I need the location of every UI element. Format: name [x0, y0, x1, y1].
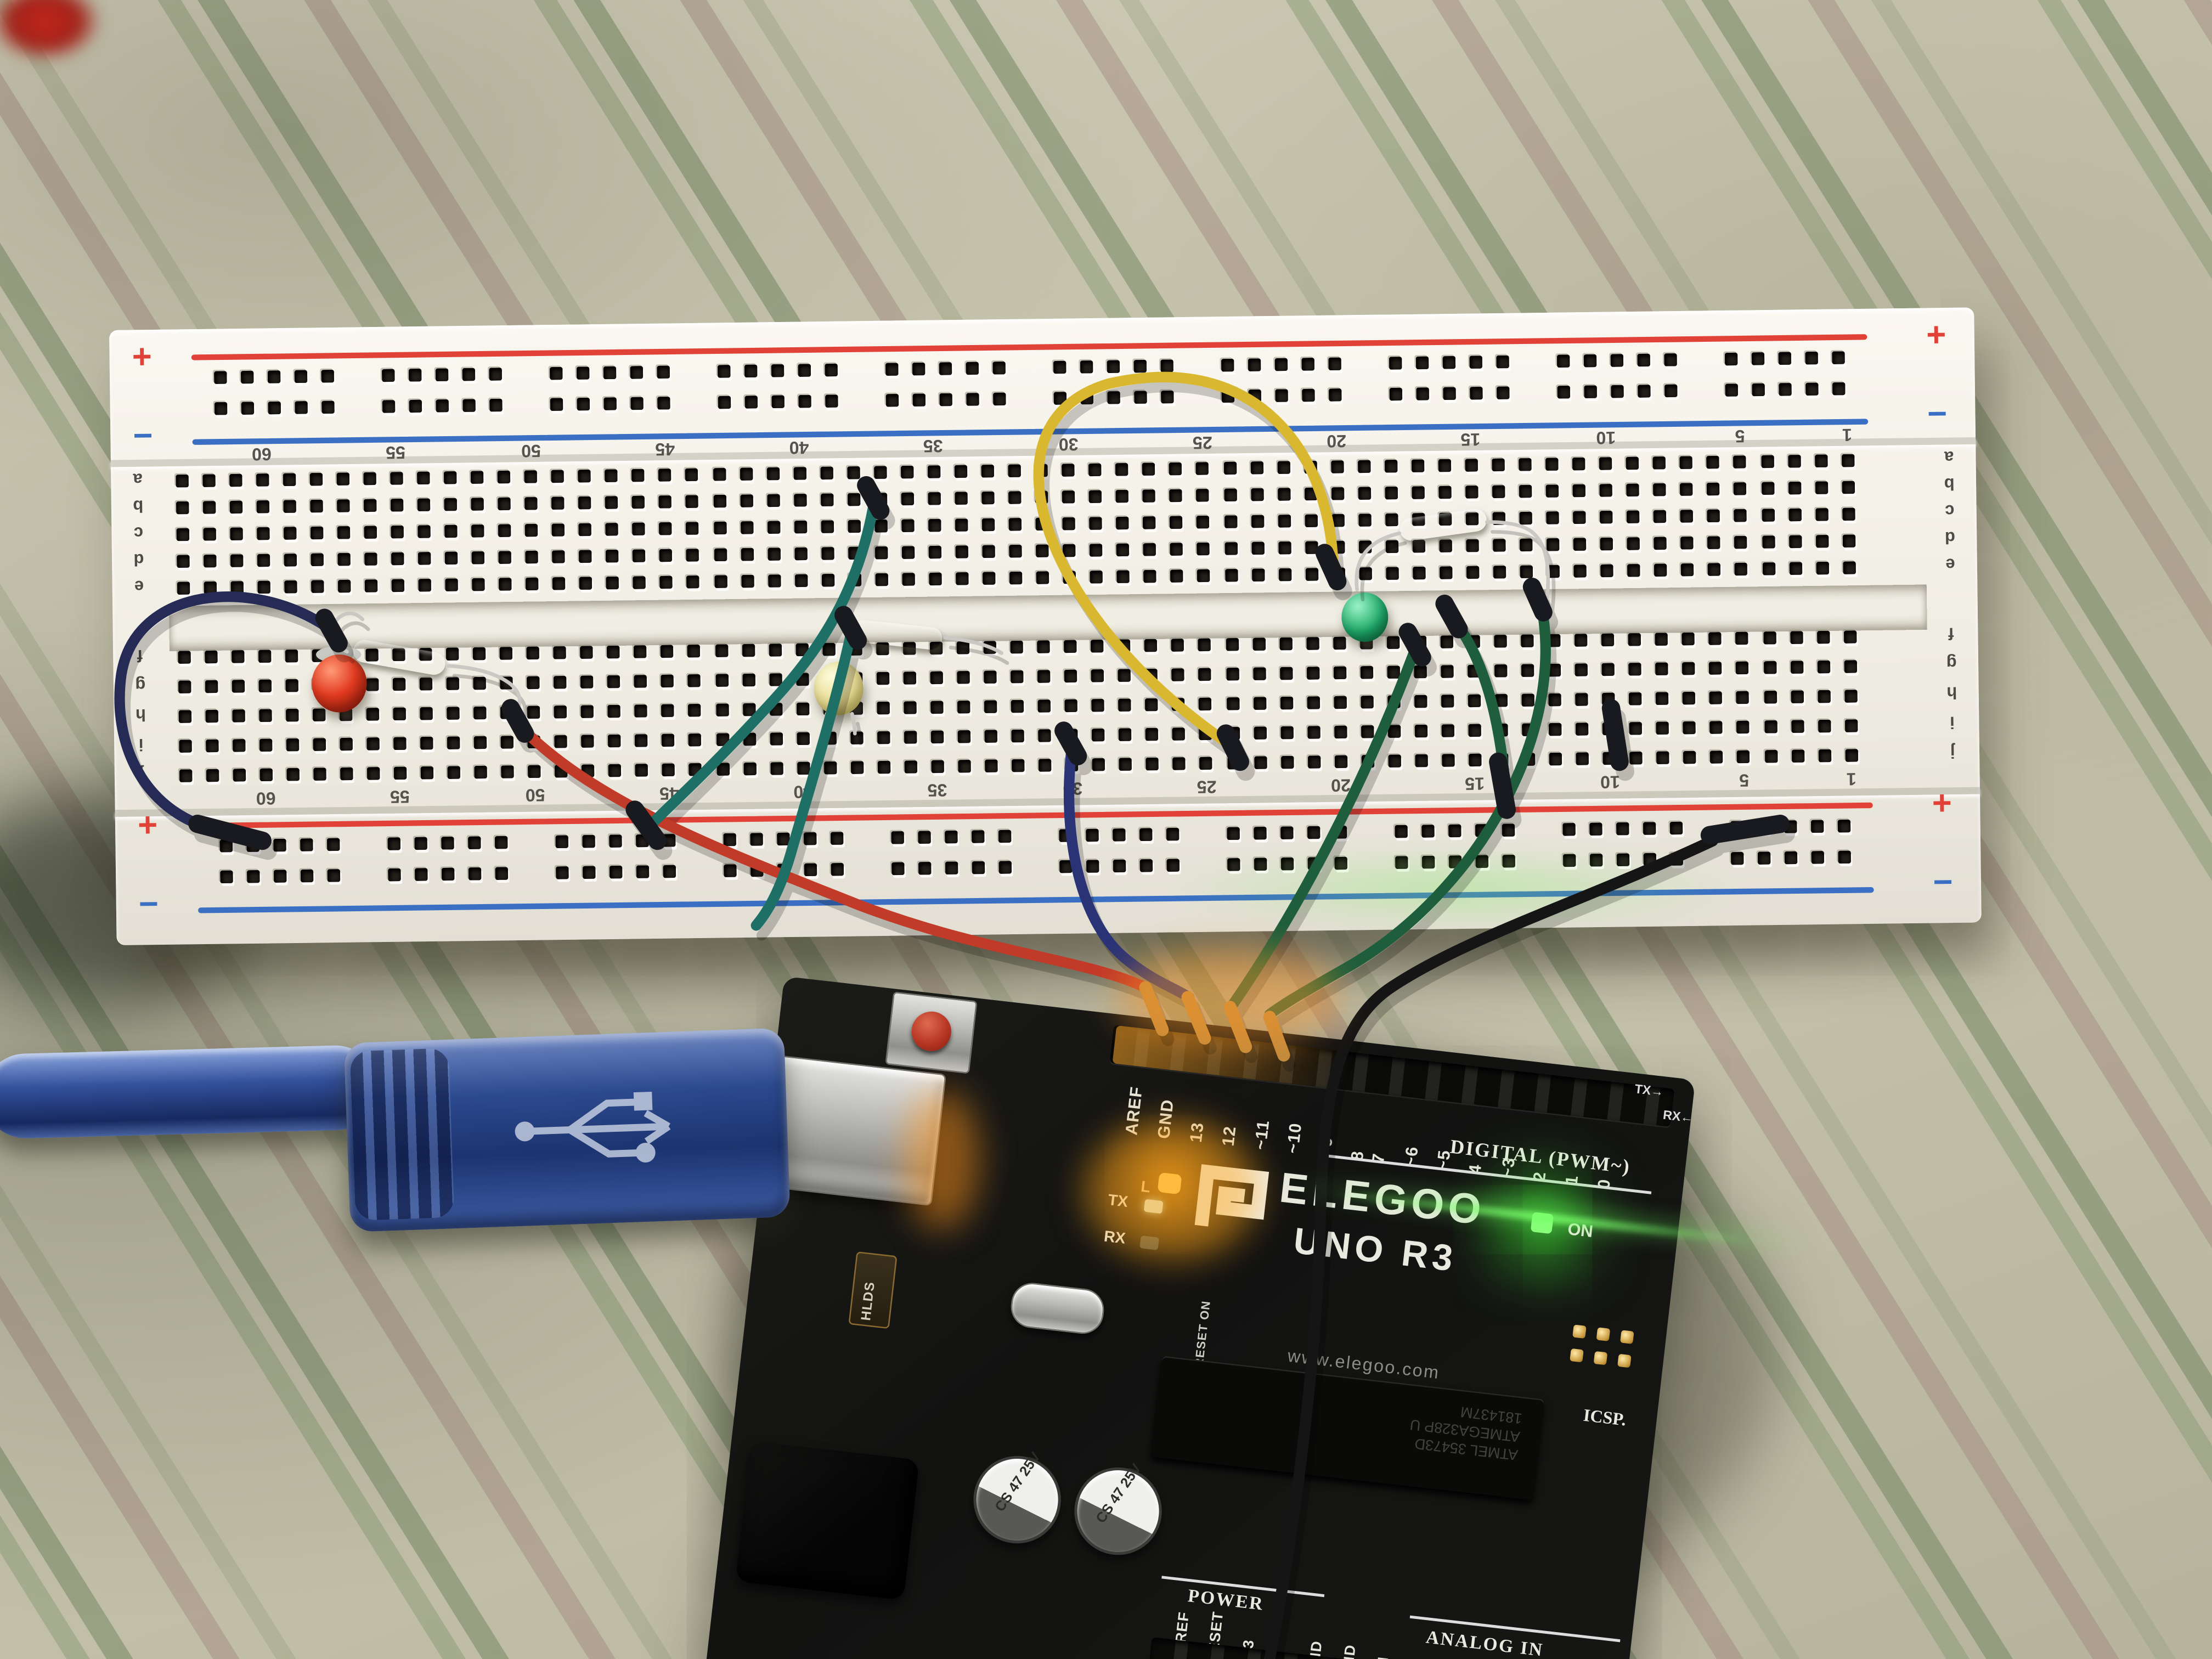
red-fabric-object	[0, 0, 102, 63]
l-led-halo	[1083, 1120, 1260, 1261]
usb-edge-glow	[902, 1089, 981, 1231]
gold-pins-glow	[1114, 947, 1340, 1047]
green-led	[1341, 592, 1389, 642]
red-led	[312, 654, 367, 713]
usb-trident-icon	[515, 1091, 671, 1163]
usb-plug	[343, 1028, 791, 1232]
